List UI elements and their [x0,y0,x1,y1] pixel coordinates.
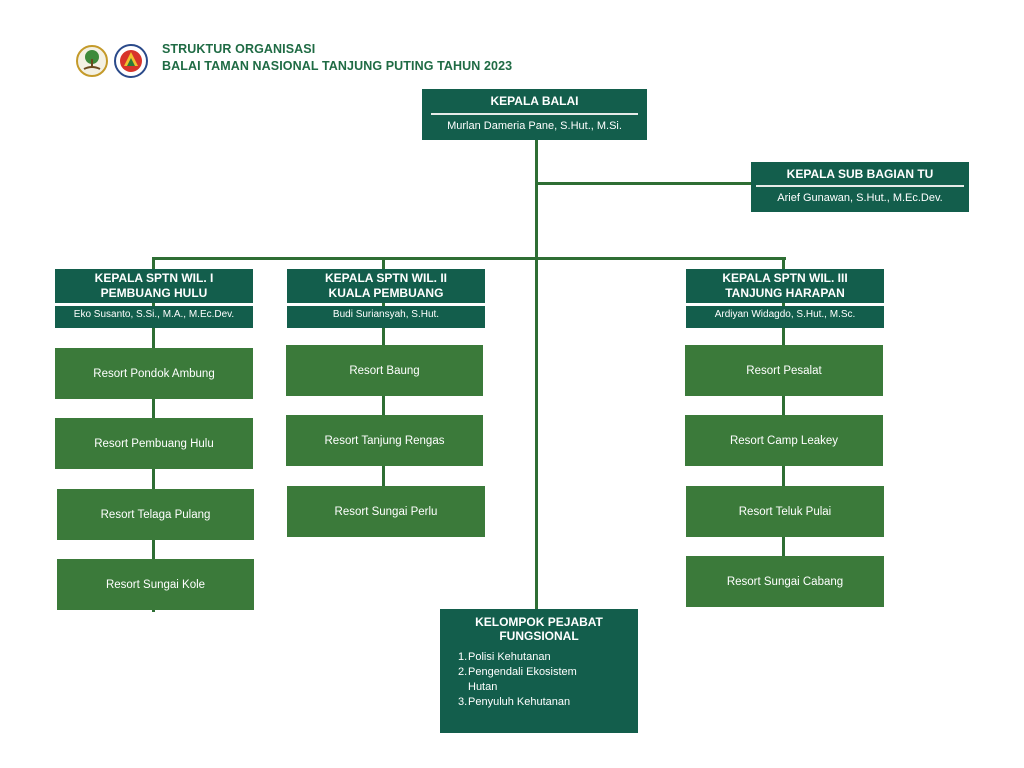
resort-pesalat: Resort Pesalat [685,345,883,396]
main-vertical-connector [535,139,538,609]
resort-telaga-pulang: Resort Telaga Pulang [57,489,254,540]
resort-baung: Resort Baung [286,345,483,396]
chart-title: STRUKTUR ORGANISASI [162,42,316,56]
kasubag-tu-name: Arief Gunawan, S.Hut., M.Ec.Dev. [777,192,943,204]
fungsional-title-line1: KELOMPOK PEJABAT [475,615,603,629]
tu-connector [535,182,751,185]
kasubag-tu-box: KEPALA SUB BAGIAN TU Arief Gunawan, S.Hu… [751,162,969,212]
sptn-3-box: KEPALA SPTN WIL. III TANJUNG HARAPAN [686,269,884,303]
sptn-2-title-line2: KUALA PEMBUANG [328,286,444,300]
list-item: 1. Polisi Kehutanan [458,651,551,663]
divider [431,113,638,115]
sptn-2-box: KEPALA SPTN WIL. II KUALA PEMBUANG [287,269,485,303]
list-item: 3. Penyuluh Kehutanan [458,696,571,708]
sptn-3-name: Ardiyan Widagdo, S.Hut., M.Sc. [686,306,884,328]
resort-sungai-kole: Resort Sungai Kole [57,559,254,610]
resort-sungai-cabang: Resort Sungai Cabang [686,556,884,607]
resort-tanjung-rengas: Resort Tanjung Rengas [286,415,483,466]
resort-pembuang-hulu: Resort Pembuang Hulu [55,418,253,469]
sptn-2-name: Budi Suriansyah, S.Hut. [287,306,485,328]
resort-teluk-pulai: Resort Teluk Pulai [686,486,884,537]
sptn-1-title-line2: PEMBUANG HULU [100,286,208,300]
sptn-1-name: Eko Susanto, S.Si., M.A., M.Ec.Dev. [55,306,253,328]
forestry-ministry-logo [76,45,108,77]
resort-sungai-perlu: Resort Sungai Perlu [287,486,485,537]
divider [756,185,964,187]
resort-pondok-ambung: Resort Pondok Ambung [55,348,253,399]
sptn-1-title-line1: KEPALA SPTN WIL. I [94,271,214,285]
kepala-balai-title: KEPALA BALAI [490,94,579,108]
fungsional-box: KELOMPOK PEJABAT FUNGSIONAL 1. Polisi Ke… [440,609,638,733]
sptn-3-title-line2: TANJUNG HARAPAN [725,286,845,300]
kepala-balai-name: Murlan Dameria Pane, S.Hut., M.Si. [447,120,622,132]
sptn-horizontal-connector [152,257,786,260]
chart-subtitle: BALAI TAMAN NASIONAL TANJUNG PUTING TAHU… [162,59,513,73]
fungsional-title-line2: FUNGSIONAL [499,629,579,643]
sptn-2-title-line1: KEPALA SPTN WIL. II [325,271,447,285]
national-park-logo [114,44,148,78]
list-item: 2. Pengendali Ekosistem Hutan [458,666,577,693]
sptn-3-title-line1: KEPALA SPTN WIL. III [722,271,848,285]
resort-camp-leakey: Resort Camp Leakey [685,415,883,466]
sptn-1-box: KEPALA SPTN WIL. I PEMBUANG HULU [55,269,253,303]
kepala-balai-box: KEPALA BALAI Murlan Dameria Pane, S.Hut.… [422,89,647,140]
kasubag-tu-title: KEPALA SUB BAGIAN TU [786,167,934,181]
sptn2-connector [382,257,385,537]
fungsional-list: 1. Polisi Kehutanan 2. Pengendali Ekosis… [440,650,638,710]
